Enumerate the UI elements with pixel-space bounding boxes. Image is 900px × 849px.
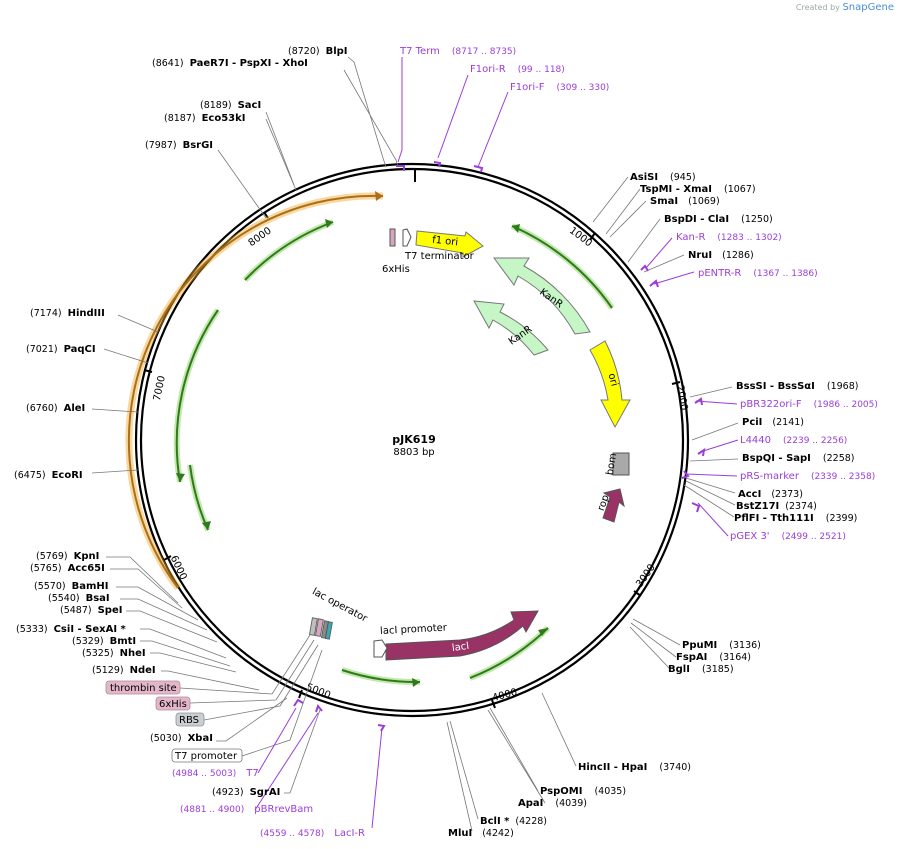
enzyme-bcli[interactable]: BclI *(4228) — [480, 816, 547, 827]
enzyme-xbai[interactable]: (5030)XbaI — [150, 733, 213, 744]
enzyme-nrui[interactable]: NruI(1286) — [688, 250, 754, 261]
enzyme-nhei[interactable]: (5325)NheI — [82, 648, 146, 659]
enzyme-alei[interactable]: (6760)AleI — [26, 403, 85, 414]
enzyme-pflfi-tth111i[interactable]: PflFI - Tth111I(2399) — [734, 513, 857, 524]
backbone-outer-strand — [134, 162, 690, 718]
feature-lac-operator[interactable]: lac operator — [309, 586, 370, 640]
primer-l4440[interactable]: L4440(2239 .. 2256) — [740, 435, 847, 446]
primer-pbr322ori-f[interactable]: pBR322ori-F(1986 .. 2005) — [740, 399, 878, 410]
primer-pentr-r[interactable]: pENTR-R(1367 .. 1386) — [698, 268, 818, 279]
primer-t7-term[interactable]: T7 Term(8717 .. 8735) — [399, 46, 516, 57]
enzyme-hincii-hpai[interactable]: HincII - HpaI(3740) — [578, 762, 691, 773]
enzyme-apai[interactable]: ApaI(4039) — [518, 798, 587, 809]
feature-f1-ori[interactable]: f1 ori — [415, 230, 484, 258]
enzyme-ecori[interactable]: (6475)EcoRI — [14, 470, 83, 481]
enzyme-spei[interactable]: (5487)SpeI — [60, 605, 122, 616]
enzyme-acc65i[interactable]: (5765)Acc65I — [30, 563, 105, 574]
enzyme-leaders-left — [91, 56, 399, 794]
backbone-inner-strand — [139, 167, 685, 713]
box-leaders — [179, 634, 323, 757]
primer-f1ori-f[interactable]: F1ori-F(309 .. 330) — [510, 82, 609, 93]
t7-promoter-label: T7 promoter — [174, 751, 238, 762]
enzyme-ppumi[interactable]: PpuMI(3136) — [682, 640, 761, 651]
enzyme-saci[interactable]: (8189)SacI — [200, 100, 261, 111]
enzyme-pcii[interactable]: PciI(2141) — [742, 417, 804, 428]
snapgene-brand: SnapGene — [842, 2, 894, 13]
tick-label-3000: 3000 — [634, 562, 658, 589]
enzyme-paer7i-pspxi-xhoi[interactable]: (8641)PaeR7I - PspXI - XhoI — [152, 58, 308, 69]
enzyme-bsai[interactable]: (5540)BsaI — [48, 593, 110, 604]
enzyme-bsssi-bsssai[interactable]: BssSI - BssSαI(1968) — [736, 381, 858, 392]
enzyme-csii-sexai[interactable]: (5333)CsiI - SexAI * — [16, 624, 127, 635]
laci-promoter-label: lacI promoter — [380, 623, 448, 638]
enzyme-bstz17i[interactable]: BstZ17I(2374) — [736, 501, 817, 512]
plasmid-name: pJK619 — [392, 433, 435, 446]
t7-terminator-label: T7 terminator — [404, 251, 475, 262]
primer-glyphs — [293, 161, 706, 732]
feature-bom[interactable]: bom — [605, 452, 630, 476]
outer-arcs — [125, 191, 615, 687]
boxed-feature-rbs[interactable]: RBS — [175, 712, 205, 727]
tick-label-4000: 4000 — [491, 687, 518, 704]
bom-label: bom — [605, 452, 620, 476]
f1-ori-label: f1 ori — [432, 235, 459, 249]
feature-laci[interactable]: lacI — [385, 610, 539, 661]
tick-label-2000: 2000 — [674, 384, 689, 411]
6xhis-inner-label: 6xHis — [382, 264, 410, 275]
boxed-feature-t7-promoter[interactable]: T7 promoter — [171, 748, 243, 763]
enzyme-bamhi[interactable]: (5570)BamHI — [34, 581, 108, 592]
enzyme-mlui[interactable]: MluI(4242) — [448, 828, 514, 839]
tick-label-7000: 7000 — [152, 375, 168, 402]
enzyme-smai[interactable]: SmaI(1069) — [650, 196, 720, 207]
feature-t7-terminator[interactable]: T7 terminator — [402, 228, 475, 262]
boxed-feature-thrombin-site[interactable]: thrombin site — [105, 680, 181, 695]
feature-rop[interactable]: rop — [596, 488, 625, 523]
rop-label: rop — [596, 493, 612, 512]
enzyme-pspomi[interactable]: PspOMI(4035) — [540, 786, 626, 797]
enzyme-bspqi-sapi[interactable]: BspQI - SapI(2258) — [742, 453, 855, 464]
plasmid-size: 8803 bp — [393, 447, 434, 458]
enzyme-eco53ki[interactable]: (8187)Eco53kI — [164, 113, 246, 124]
thrombin-site-label: thrombin site — [110, 683, 177, 694]
enzyme-bgli[interactable]: BglI(3185) — [668, 664, 734, 675]
enzyme-kpni[interactable]: (5769)KpnI — [36, 551, 99, 562]
primer-leaders — [254, 57, 739, 829]
laci-label: lacI — [451, 641, 470, 654]
enzyme-paqci[interactable]: (7021)PaqCI — [26, 344, 96, 355]
enzyme-bspdi-clai[interactable]: BspDI - ClaI(1250) — [664, 214, 773, 225]
primer-f1ori-r[interactable]: F1ori-R(99 .. 118) — [470, 64, 565, 75]
enzyme-hindiii[interactable]: (7174)HindIII — [30, 308, 105, 319]
enzyme-fspai[interactable]: FspAI(3164) — [676, 652, 751, 663]
primer-kan-r[interactable]: Kan-R(1283 .. 1302) — [676, 232, 782, 243]
enzyme-leaders-right — [446, 176, 739, 832]
feature-laci-promoter[interactable]: lacI promoter — [373, 623, 448, 658]
enzyme-acci[interactable]: AccI(2373) — [738, 489, 803, 500]
primer-pgex-3[interactable]: pGEX 3'(2499 .. 2521) — [730, 531, 846, 542]
enzyme-labels-left: (8720)BlpI (8641)PaeR7I - PspXI - XhoI (… — [14, 46, 348, 798]
primer-prs-marker[interactable]: pRS-marker(2339 .. 2358) — [740, 471, 875, 482]
ori-label: ori — [606, 372, 620, 387]
feature-kanr-2[interactable]: KanR — [473, 300, 549, 356]
boxed-feature-6xhis[interactable]: 6xHis — [155, 696, 191, 711]
feature-ori[interactable]: ori — [589, 340, 631, 429]
enzyme-bsrgi[interactable]: (7987)BsrGI — [145, 140, 213, 151]
feature-6xhis-inner[interactable]: 6xHis — [382, 228, 410, 275]
enzyme-blpi[interactable]: (8720)BlpI — [288, 46, 348, 57]
primer-pbrrevbam[interactable]: (4881 .. 4900)pBRrevBam — [180, 804, 313, 815]
6xhis-box-label: 6xHis — [159, 699, 187, 710]
enzyme-labels-right: AsiSI(945) TspMI - XmaI(1067) SmaI(1069)… — [448, 172, 858, 839]
primer-labels: T7 Term(8717 .. 8735) F1ori-R(99 .. 118)… — [172, 46, 878, 839]
primer-t7[interactable]: (4984 .. 5003)T7 — [172, 768, 259, 779]
enzyme-tspmi-xmai[interactable]: TspMI - XmaI(1067) — [640, 184, 756, 195]
rbs-label: RBS — [179, 715, 199, 726]
enzyme-bmti[interactable]: (5329)BmtI — [72, 636, 136, 647]
snapgene-watermark: Created by SnapGene — [796, 2, 894, 13]
watermark-prefix: Created by — [795, 3, 840, 12]
enzyme-sgrai[interactable]: (4923)SgrAI — [212, 787, 280, 798]
enzyme-asisi[interactable]: AsiSI(945) — [630, 172, 696, 183]
enzyme-ndei[interactable]: (5129)NdeI — [92, 665, 156, 676]
primer-laci-r[interactable]: (4559 .. 4578)LacI-R — [260, 828, 365, 839]
